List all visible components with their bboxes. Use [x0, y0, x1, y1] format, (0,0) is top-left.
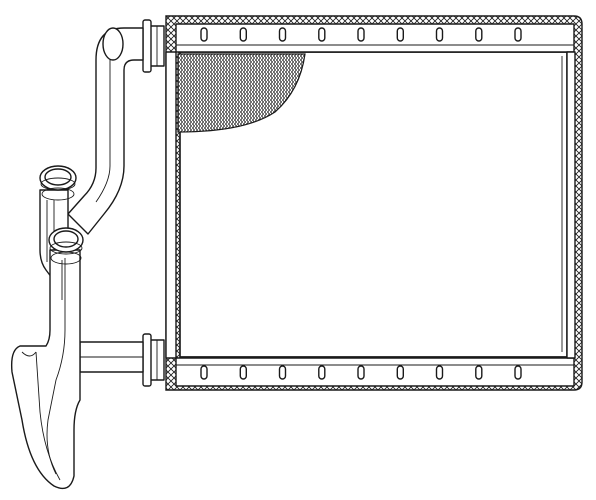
lower-tank-slots: [200, 365, 522, 380]
lower-tank-slot: [318, 365, 326, 380]
lower-pipe-flange: [142, 333, 165, 387]
lower-tank-slot: [396, 365, 404, 380]
lower-tank-slot: [514, 365, 522, 380]
lower-tank-slot: [475, 365, 483, 380]
upper-tank-slot: [514, 27, 522, 42]
upper-tank-slot: [239, 27, 248, 42]
upper-tank-slot: [278, 27, 287, 42]
upper-tank-slot: [435, 27, 444, 42]
side-plates: [165, 51, 576, 359]
lower-tank-slot: [278, 365, 287, 380]
upper-tank-slot: [318, 27, 326, 42]
fin-matrix-region: [177, 53, 306, 133]
upper-tank-slot: [475, 27, 483, 42]
lower-tank-slot: [200, 365, 208, 380]
upper-tank-slots: [200, 27, 522, 42]
upper-pipe-flange: [142, 19, 165, 73]
upper-tank-slot: [200, 27, 208, 42]
lower-tank-slot: [357, 365, 365, 380]
lower-inlet-pipe: [10, 227, 144, 490]
lower-tank-slot: [239, 365, 248, 380]
upper-tank: [175, 23, 575, 53]
lower-tank: [175, 357, 575, 387]
lower-tank-slot: [435, 365, 444, 380]
upper-tank-slot: [357, 27, 365, 42]
upper-tank-slot: [396, 27, 404, 42]
